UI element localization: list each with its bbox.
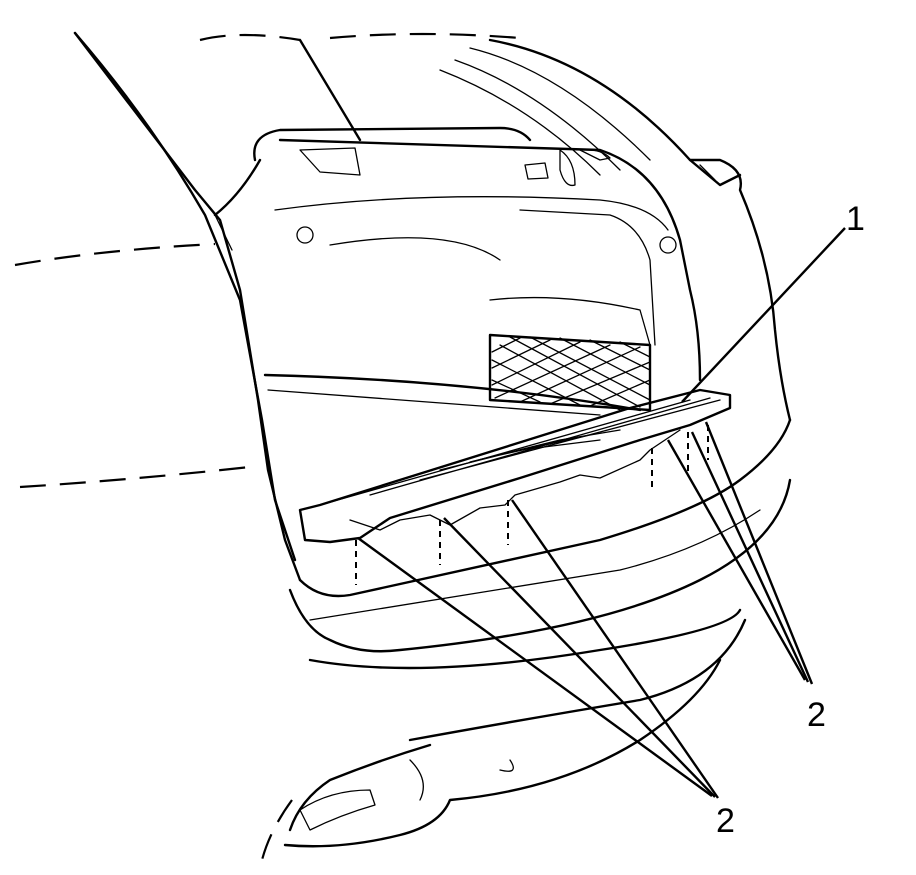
load-floor	[263, 373, 642, 416]
roof-and-opening	[253, 38, 792, 422]
liftgate-pillar	[73, 31, 362, 582]
retainer-projection-lines	[355, 425, 709, 585]
rear-compartment-sill-plate	[298, 388, 732, 544]
cargo-net	[488, 333, 652, 412]
rear-bumper-fascia	[283, 418, 792, 848]
callout-2-retainers-right: 2	[807, 696, 826, 734]
callout-2-retainers-left: 2	[716, 802, 735, 840]
callout-1-sill-plate: 1	[846, 200, 865, 238]
callout-leader-lines	[357, 227, 846, 799]
phantom-reference-lines	[14, 32, 521, 861]
quarter-trim-panel	[274, 138, 702, 382]
